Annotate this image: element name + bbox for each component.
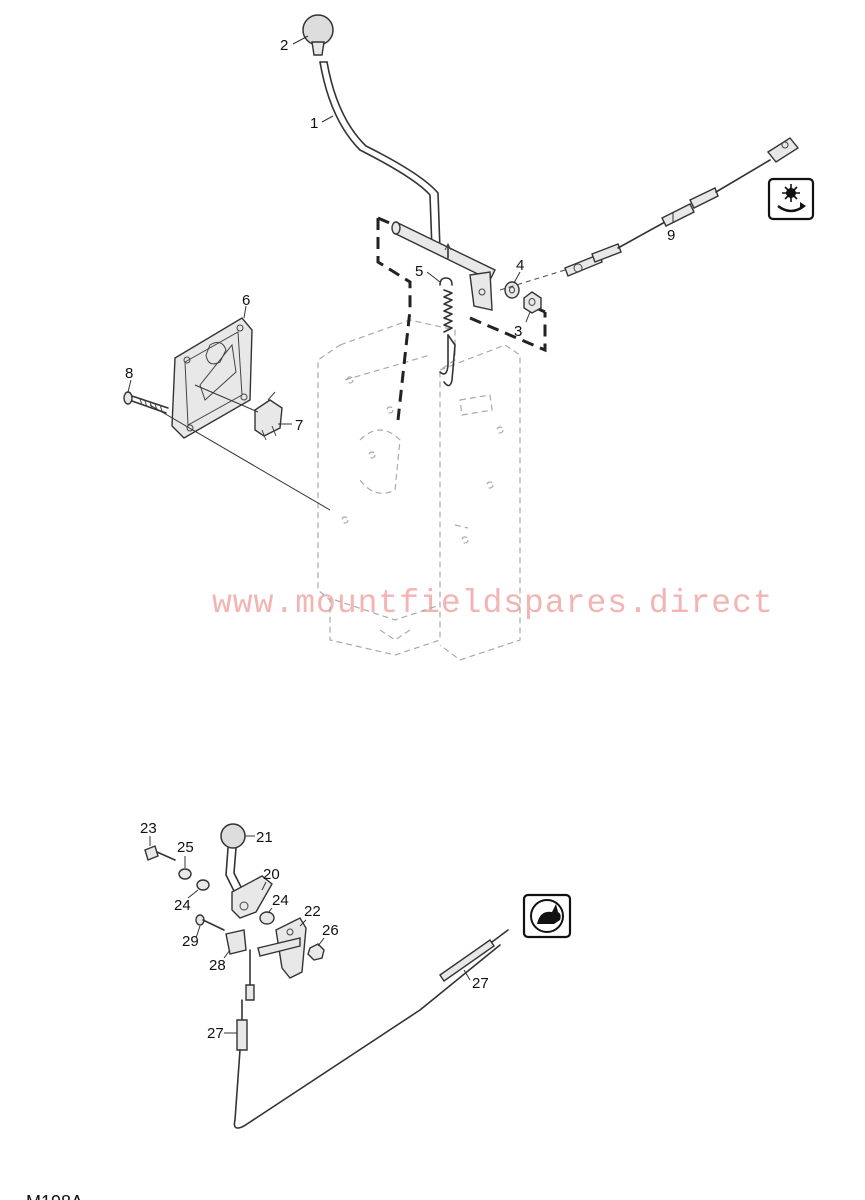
gear-lever	[302, 14, 496, 311]
callout-27a: 27	[207, 1025, 224, 1042]
control-cable-part-9	[499, 137, 800, 291]
nut-part-3	[523, 291, 542, 314]
callout-21: 21	[256, 829, 273, 846]
ghost-housing	[317, 319, 521, 661]
callout-20: 20	[263, 866, 280, 883]
callout-26: 26	[322, 922, 339, 939]
rabbit-speed-icon	[522, 893, 572, 939]
callout-24a: 24	[174, 897, 191, 914]
callout-23: 23	[140, 820, 157, 837]
callout-3: 3	[514, 323, 522, 340]
callout-6: 6	[242, 292, 250, 309]
cutting-blade-engage-icon	[767, 177, 815, 221]
spring-part-5	[439, 242, 456, 387]
throttle-knob-part-21	[220, 823, 246, 849]
callout-29: 29	[182, 933, 199, 950]
washer-part-4	[504, 281, 520, 299]
callout-8: 8	[125, 365, 133, 382]
microswitch-part-7	[254, 391, 283, 441]
gate-plate-part-6	[171, 317, 253, 439]
lower-callouts: 23 21 25 20 24 24 22 26 29 28 27 27	[140, 820, 489, 1042]
watermark-text: www.mountfieldspares.direct	[212, 585, 774, 622]
callout-1: 1	[310, 115, 318, 132]
callout-7: 7	[295, 417, 303, 434]
callout-2: 2	[280, 37, 288, 54]
top-callouts: 2 1 5 4 3 9 6 7 8	[125, 35, 675, 434]
callout-27b: 27	[472, 975, 489, 992]
callout-4: 4	[516, 257, 524, 274]
callout-22: 22	[304, 903, 321, 920]
callout-24b: 24	[272, 892, 289, 909]
callout-5: 5	[415, 263, 423, 280]
lever-knob-part-2	[302, 14, 334, 46]
callout-28: 28	[209, 957, 226, 974]
callout-25: 25	[177, 839, 194, 856]
bolt-part-8	[123, 391, 169, 414]
throttle-assembly	[144, 823, 509, 1129]
callout-9: 9	[667, 227, 675, 244]
drawing-code: M198A	[26, 1192, 83, 1200]
